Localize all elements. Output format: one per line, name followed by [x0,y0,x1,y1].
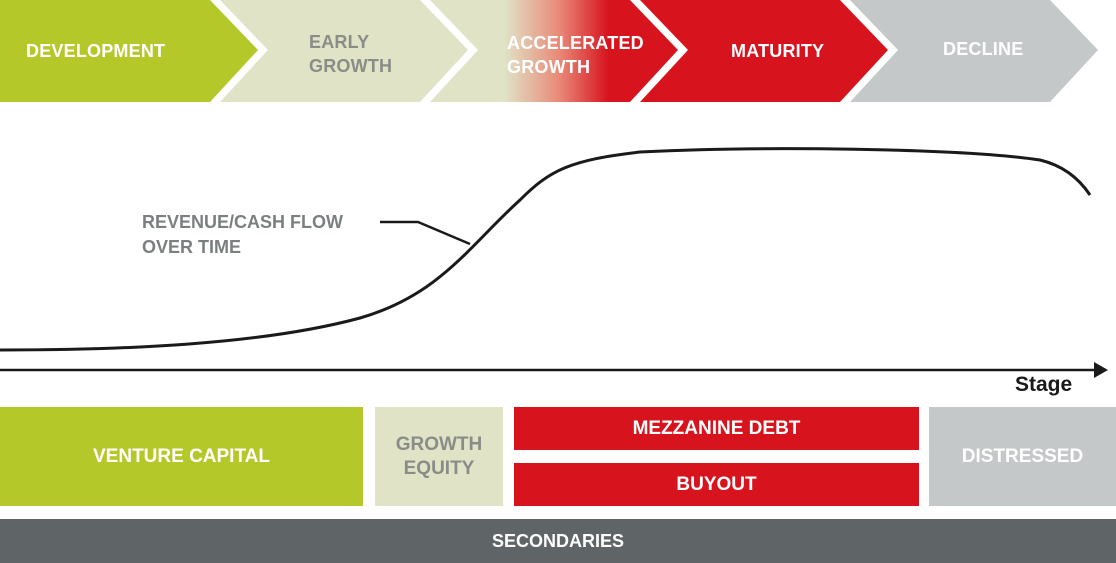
box-growth-equity: GROWTH EQUITY [375,407,503,506]
chevron-development [0,0,258,102]
stage-label-accelerated-growth: ACCELERATED GROWTH [507,33,644,77]
chevron-decline [850,0,1098,102]
chevron-shapes [0,0,1098,102]
box-secondaries: SECONDARIES [0,519,1116,563]
label-distressed: DISTRESSED [961,445,1084,467]
stage-label-decline: DECLINE [943,39,1024,59]
box-buyout: BUYOUT [514,463,919,506]
label-mezzanine-debt: MEZZANINE DEBT [632,417,801,439]
box-distressed: DISTRESSED [929,407,1116,506]
label-buyout: BUYOUT [676,473,757,495]
chevron-early-growth [220,0,468,102]
revenue-curve-plot [0,147,1108,378]
curve-label: REVENUE/CASH FLOW OVER TIME [142,212,344,257]
revenue-curve [0,147,1092,352]
box-mezzanine-debt: MEZZANINE DEBT [514,407,919,450]
axis-label-stage: Stage [1015,373,1073,396]
stage-label-early-growth: EARLY GROWTH [309,32,393,76]
curve-label-leader [380,220,471,246]
stage-label-development: DEVELOPMENT [26,41,166,61]
label-venture-capital: VENTURE CAPITAL [93,445,270,467]
chevron-accelerated-growth [430,0,678,102]
label-secondaries: SECONDARIES [491,531,625,551]
chevron-maturity [640,0,888,102]
label-growth-equity: GROWTH EQUITY [395,433,483,479]
stage-chevron-bar: DEVELOPMENT EARLY GROWTH ACCELERATED GRO… [0,0,1116,102]
stage-label-maturity: MATURITY [731,41,825,61]
box-venture-capital: VENTURE CAPITAL [0,407,363,506]
stage-axis-arrowhead [1094,362,1108,378]
